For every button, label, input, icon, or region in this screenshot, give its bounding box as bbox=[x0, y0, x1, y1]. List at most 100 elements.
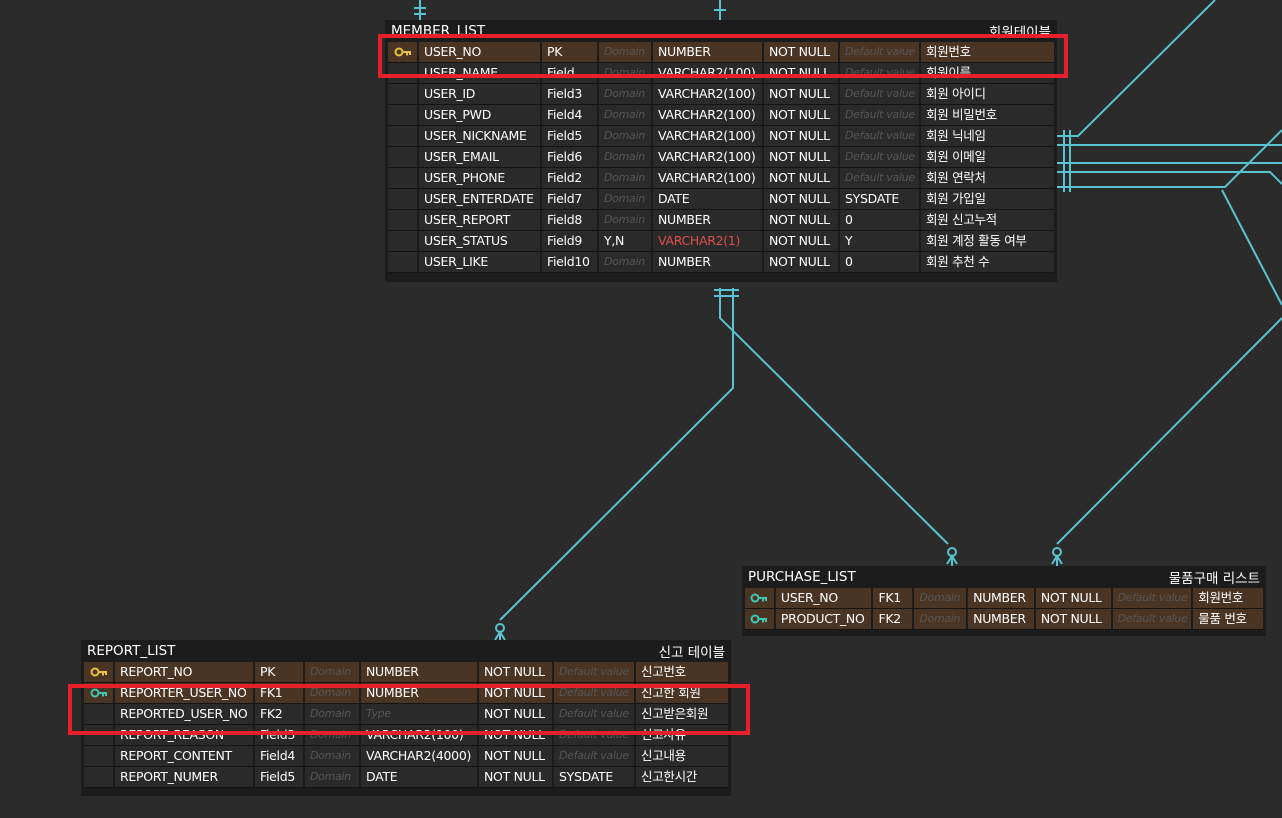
column-comment: 회원 이메일 bbox=[921, 147, 1054, 167]
relation-line-top-left bbox=[414, 0, 426, 20]
fk-key-icon bbox=[750, 593, 768, 603]
data-type: VARCHAR2(4000) bbox=[361, 746, 479, 766]
field-name: Field3 bbox=[255, 725, 305, 745]
domain-cell: Domain bbox=[599, 105, 653, 125]
data-type: NUMBER bbox=[653, 42, 764, 62]
column-comment: 회원 계정 활동 여부 bbox=[921, 231, 1054, 251]
default-value: Default value bbox=[554, 662, 636, 682]
key-cell bbox=[745, 609, 776, 629]
field-name: Field5 bbox=[255, 767, 305, 787]
not-null: NOT NULL bbox=[764, 210, 840, 230]
field-name: PK bbox=[542, 42, 599, 62]
column-name: USER_ENTERDATE bbox=[419, 189, 542, 209]
column-name: REPORTED_USER_NO bbox=[115, 704, 255, 724]
default-value: SYSDATE bbox=[840, 189, 921, 209]
data-type: DATE bbox=[653, 189, 764, 209]
relation-line-right-5 bbox=[1057, 129, 1282, 188]
data-type: NUMBER bbox=[653, 252, 764, 272]
key-cell bbox=[84, 767, 115, 787]
column-name: USER_LIKE bbox=[419, 252, 542, 272]
data-type: NUMBER bbox=[361, 683, 479, 703]
relation-line-right-1 bbox=[1057, 0, 1216, 137]
column-comment: 회원 아이디 bbox=[921, 84, 1054, 104]
key-cell bbox=[388, 105, 419, 125]
column-comment: 회원 가입일 bbox=[921, 189, 1054, 209]
key-cell bbox=[84, 746, 115, 766]
key-cell bbox=[745, 588, 776, 608]
key-cell bbox=[84, 725, 115, 745]
domain-cell: Domain bbox=[914, 588, 969, 608]
field-name: FK2 bbox=[255, 704, 305, 724]
relation-line-member-purchase-2 bbox=[1056, 317, 1282, 545]
field-name: Field5 bbox=[542, 126, 599, 146]
column-comment: 회원번호 bbox=[921, 42, 1054, 62]
column-name: USER_NICKNAME bbox=[419, 126, 542, 146]
field-name: Field7 bbox=[542, 189, 599, 209]
relation-line-member-report bbox=[499, 288, 734, 621]
relation-line-right-4 bbox=[1057, 171, 1282, 185]
data-type: DATE bbox=[361, 767, 479, 787]
domain-cell: Domain bbox=[599, 168, 653, 188]
not-null: NOT NULL bbox=[479, 725, 554, 745]
not-null: NOT NULL bbox=[479, 767, 554, 787]
domain-cell: Domain bbox=[599, 189, 653, 209]
column-name: REPORT_NO bbox=[115, 662, 255, 682]
pk-key-icon bbox=[394, 47, 412, 57]
not-null: NOT NULL bbox=[479, 683, 554, 703]
default-value: Default value bbox=[840, 105, 921, 125]
default-value: Default value bbox=[840, 42, 921, 62]
column-name: USER_PWD bbox=[419, 105, 542, 125]
default-value: SYSDATE bbox=[554, 767, 636, 787]
field-name: FK2 bbox=[873, 609, 915, 629]
not-null: NOT NULL bbox=[764, 168, 840, 188]
key-cell bbox=[84, 704, 115, 724]
fk-key-icon bbox=[750, 614, 768, 624]
key-cell bbox=[388, 168, 419, 188]
key-cell bbox=[388, 252, 419, 272]
column-comment: 회원 비밀번호 bbox=[921, 105, 1054, 125]
key-cell bbox=[388, 210, 419, 230]
column-comment: 신고내용 bbox=[636, 746, 728, 766]
not-null: NOT NULL bbox=[764, 126, 840, 146]
relation-line-top-mid bbox=[714, 0, 726, 20]
default-value: 0 bbox=[840, 252, 921, 272]
column-name: USER_REPORT bbox=[419, 210, 542, 230]
table-header: REPORT_LIST 신고 테이블 bbox=[84, 640, 728, 662]
data-type: VARCHAR2(100) bbox=[653, 126, 764, 146]
domain-cell: Domain bbox=[914, 609, 969, 629]
default-value: 0 bbox=[840, 210, 921, 230]
domain-cell: Domain bbox=[305, 767, 361, 787]
table-name: PURCHASE_LIST bbox=[748, 569, 856, 585]
column-name: PRODUCT_NO bbox=[775, 609, 874, 629]
key-cell bbox=[388, 42, 419, 62]
key-cell bbox=[388, 231, 419, 251]
column-comment: 신고번호 bbox=[636, 662, 728, 682]
table-header: PURCHASE_LIST 물품구매 리스트 bbox=[745, 566, 1263, 588]
default-value: Default value bbox=[554, 683, 636, 703]
key-cell bbox=[388, 147, 419, 167]
